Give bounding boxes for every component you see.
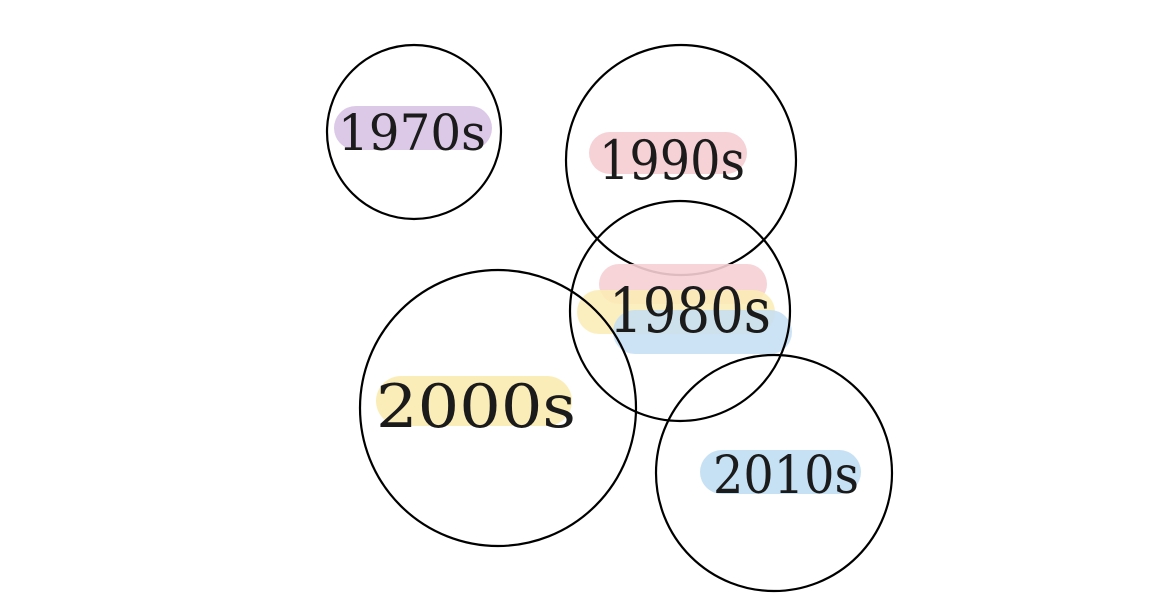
circle-1990s: 1990s (564, 43, 798, 277)
label-1990s: 1990s (599, 129, 745, 192)
label-2000s: 2000s (376, 372, 576, 442)
circle-1970s: 1970s (325, 43, 503, 221)
ring-2010s (654, 353, 894, 593)
ring-1980s (568, 199, 792, 423)
highlight-1980s-blue (613, 310, 792, 354)
ring-1970s (325, 43, 503, 221)
highlight-1970s-purple (334, 106, 492, 150)
circle-2010s: 2010s (654, 353, 894, 593)
ring-2000s (358, 268, 638, 548)
label-1980s: 1980s (609, 274, 771, 347)
label-2010s: 2010s (713, 446, 859, 506)
circle-1980s: 1980s (568, 199, 792, 423)
circle-2000s: 2000s (358, 268, 638, 548)
label-1970s: 1970s (338, 104, 486, 162)
highlight-2000s-yellow (376, 376, 572, 426)
highlight-1990s-pink (589, 132, 747, 174)
highlight-2010s-blue (700, 450, 861, 494)
